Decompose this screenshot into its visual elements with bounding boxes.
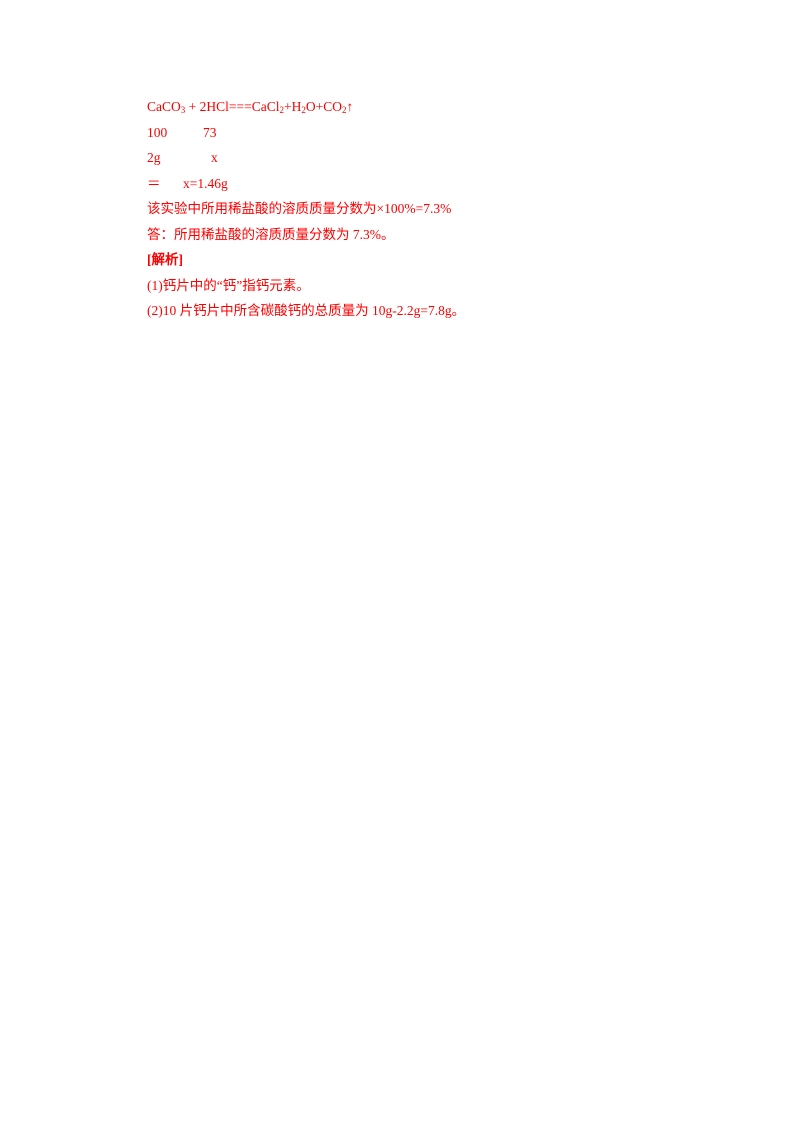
mass-line: 2g x <box>147 145 667 171</box>
result-value: x=1.46g <box>183 175 228 191</box>
analysis-heading: [解析] <box>147 252 183 267</box>
chemical-equation: CaCO3 + 2HCl===CaCl2+H2O+CO2↑ <box>147 94 667 120</box>
ratio-right: 73 <box>203 124 217 140</box>
equation-subscript: 2 <box>341 105 347 115</box>
equation-equals: === <box>228 99 252 114</box>
equation-subscript: 2 <box>301 105 306 115</box>
answer-line: 答：所用稀盐酸的溶质质量分数为 7.3%。 <box>147 226 395 242</box>
mass-right: x <box>211 150 218 165</box>
analysis-item: (2)10 片钙片中所含碳酸钙的总质量为 10g-2.2g=7.8g。 <box>147 303 466 318</box>
equation-reactant-hcl: + 2HCl <box>185 99 229 114</box>
equation-product-co2: O+CO <box>305 99 342 114</box>
concentration-line: 该实验中所用稀盐酸的溶质质量分数为×100%=7.3% <box>147 201 452 216</box>
equation-subscript: 3 <box>180 105 186 115</box>
equation-product-calcium-chloride: CaCl <box>251 99 280 114</box>
ratio-left: 100 <box>147 124 168 140</box>
molar-mass-ratio-line: 100 73 <box>147 120 667 146</box>
proportion-equals: ＝ <box>147 175 161 191</box>
equation-product-water: +H <box>283 99 302 114</box>
analysis-item: (1)钙片中的“钙”指钙元素。 <box>147 277 310 293</box>
result-line: ＝ x=1.46g <box>147 171 667 197</box>
gas-arrow-icon: ↑ <box>346 99 354 114</box>
equation-subscript: 2 <box>279 105 284 115</box>
mass-left: 2g <box>147 150 161 165</box>
equation-reactant-calcium-carbonate: CaCO <box>147 99 181 114</box>
